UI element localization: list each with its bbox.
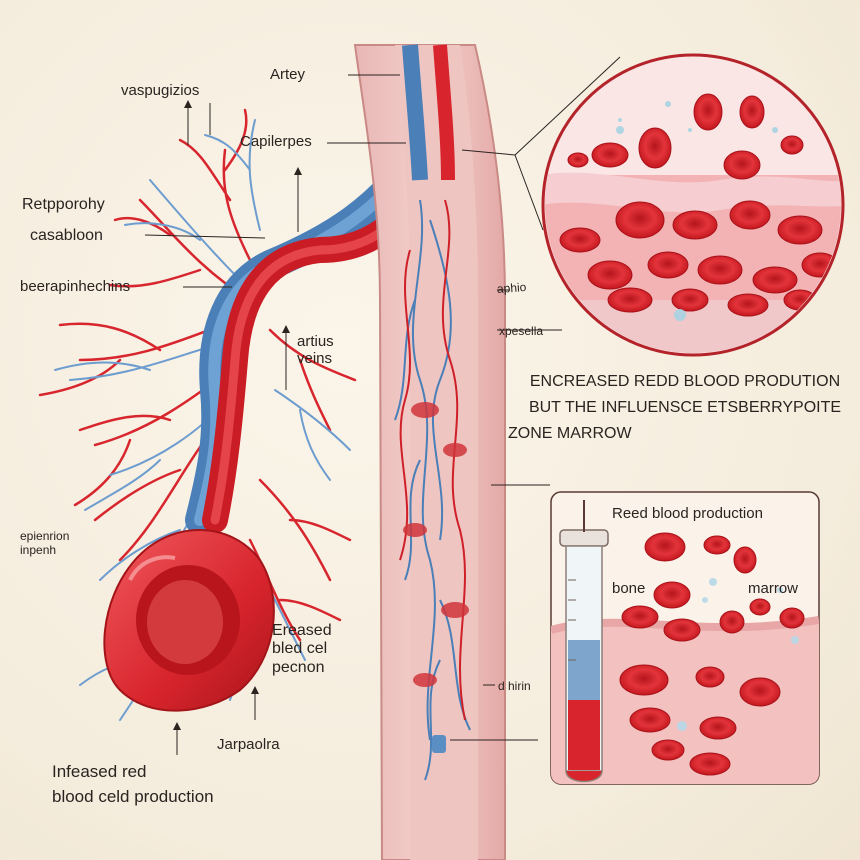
leader-lines <box>144 56 621 755</box>
label-encreased-line3: ZONE MARROW <box>508 425 632 442</box>
magnified-tissue-circle <box>541 53 845 357</box>
label-vaspugizios: vaspugizios <box>121 82 200 99</box>
bone-marrow-panel <box>550 491 820 785</box>
label-capilerpes: Capilerpes <box>240 133 312 150</box>
enlarged-red-blood-cell-organ <box>103 529 275 712</box>
label-artius-veins: artius veins <box>297 333 334 368</box>
label-jarpaolra: Jarpaolra <box>217 736 280 753</box>
label-encreased-line1: ENCREASED REDD BLOOD PRODUTION <box>529 373 841 390</box>
label-beerapinhechins: beerapinhechins <box>20 278 131 295</box>
label-ereased: Ereased bled cel pecnon <box>272 622 332 676</box>
label-infeased-line1: Infeased red <box>52 762 147 781</box>
label-dhirin: d hirin <box>498 679 531 693</box>
label-artey: Artey <box>270 66 306 83</box>
test-tube <box>559 500 609 783</box>
label-retpporohy: Retpporohy <box>22 196 105 213</box>
label-aphio: aphio <box>496 279 527 297</box>
vessel-branches <box>38 108 357 721</box>
label-casabloon: casabloon <box>30 227 103 244</box>
label-infeased-line2: blood celd production <box>52 787 214 806</box>
central-vessel-tube <box>353 44 506 860</box>
label-reed-blood: Reed blood production <box>612 505 763 522</box>
label-encreased-line2: BUT THE INFLUENSCE ETSBERRYPOITE <box>528 399 842 416</box>
label-epienrion: epienrion inpenh <box>20 529 70 557</box>
label-xpesella: xpesella <box>499 324 544 338</box>
label-marrow: marrow <box>748 580 799 597</box>
label-bone: bone <box>612 580 646 597</box>
